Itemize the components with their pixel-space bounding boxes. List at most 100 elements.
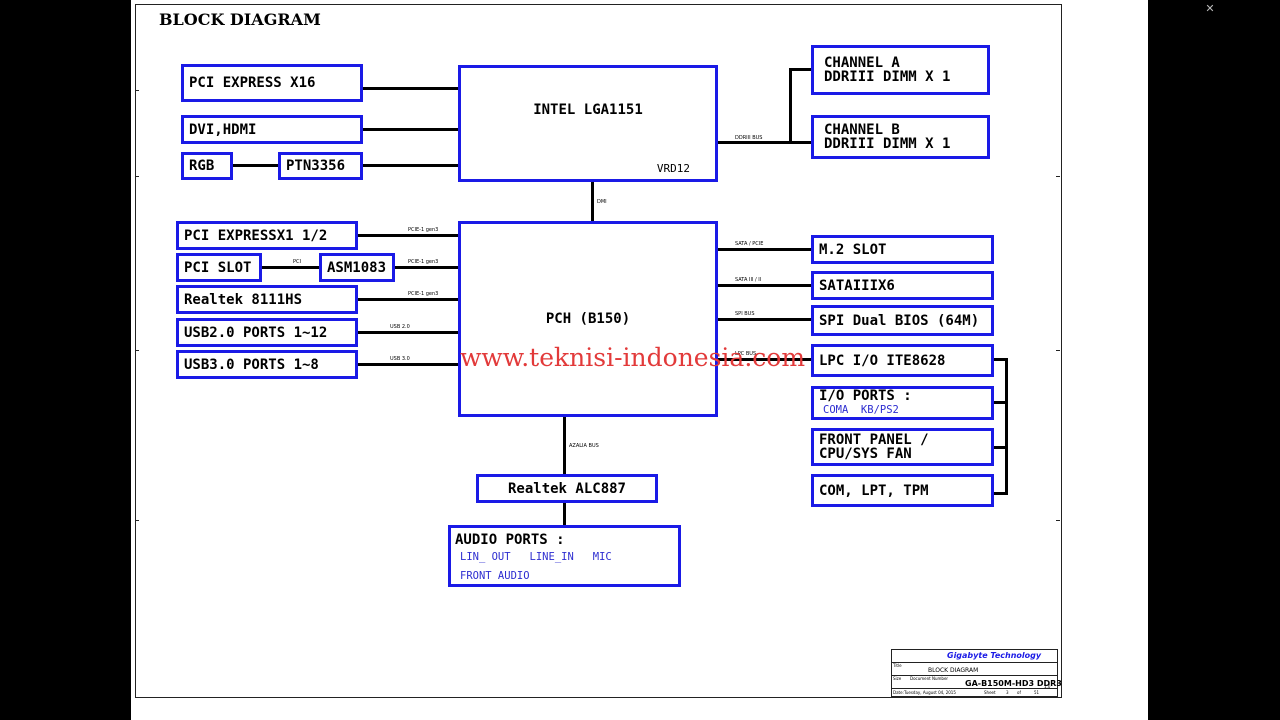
front-panel-block: FRONT PANEL / CPU/SYS FAN	[811, 428, 994, 466]
bus-line	[361, 164, 460, 167]
date-value: Tuesday, August 04, 2015	[904, 690, 956, 695]
pcie-x16-block: PCI EXPRESS X16	[181, 64, 363, 102]
border-tick	[135, 520, 139, 521]
doc-number: GA-B150M-HD3 DDR3	[965, 679, 1062, 688]
audio-ports-list: LIN_ OUT LINE_IN MIC	[460, 551, 612, 563]
channel-a-block: CHANNEL A DDRIII DIMM X 1	[811, 45, 990, 95]
border-tick	[1056, 176, 1060, 177]
date-caption: Date:	[893, 690, 904, 695]
pci-slot-label: PCI SLOT	[184, 259, 252, 276]
bus-line	[789, 68, 792, 144]
of-caption: of	[1017, 690, 1021, 695]
bus-label-lpc: LPC BUS	[735, 351, 757, 357]
pcie-x16-label: PCI EXPRESS X16	[189, 75, 316, 91]
alc887-block: Realtek ALC887	[476, 474, 658, 503]
lan-block: Realtek 8111HS	[176, 285, 358, 314]
bus-label-usb30: USB 3.0	[390, 356, 410, 362]
sheet-number: 3	[1006, 690, 1009, 695]
bus-label-dmi: DMI	[597, 199, 607, 205]
bus-label-pcie-c: PCIE-1 gen3	[408, 291, 439, 297]
usb3-label: USB3.0 PORTS 1~8	[184, 356, 319, 373]
title-caption: Title	[893, 663, 902, 668]
lpc-io-label: LPC I/O ITE8628	[819, 352, 946, 369]
front-audio-label: FRONT AUDIO	[460, 570, 530, 582]
channel-b-dimm-label: DDRIII DIMM X 1	[824, 136, 951, 152]
ptn3356-label: PTN3356	[286, 158, 346, 174]
rgb-block: RGB	[181, 152, 233, 180]
bus-line	[356, 298, 460, 301]
cpu-label: INTEL LGA1151	[533, 102, 643, 118]
title-block: Gigabyte Technology Title BLOCK DIAGRAM …	[891, 649, 1062, 697]
bus-line	[993, 492, 1008, 495]
bus-line	[716, 358, 813, 361]
pci-slot-block: PCI SLOT	[176, 253, 262, 282]
pch-block: PCH (B150)	[458, 221, 718, 417]
bus-line	[393, 266, 460, 269]
bus-line	[716, 284, 813, 287]
border-tick	[135, 176, 139, 177]
docnum-caption: Document Number	[910, 676, 949, 681]
spi-bios-block: SPI Dual BIOS (64M)	[811, 305, 994, 336]
bus-line	[361, 87, 460, 90]
lpc-io-block: LPC I/O ITE8628	[811, 344, 994, 377]
bus-line	[563, 415, 566, 477]
vrd-label: VRD12	[656, 162, 690, 175]
bus-line	[563, 501, 566, 527]
lan-label: Realtek 8111HS	[184, 291, 303, 308]
bus-label-spi: SPI BUS	[735, 311, 755, 317]
usb2-label: USB2.0 PORTS 1~12	[184, 324, 328, 341]
bus-label-sata: SATA III / II	[735, 277, 762, 283]
audio-ports-label: AUDIO PORTS :	[455, 532, 565, 548]
sata-label: SATAIIIX6	[819, 277, 895, 294]
front-panel-label: FRONT PANEL /	[819, 432, 929, 448]
fan-label: CPU/SYS FAN	[819, 446, 912, 462]
pch-label: PCH (B150)	[545, 311, 631, 327]
border-tick	[135, 90, 139, 91]
cpu-block: INTEL LGA1151 VRD12	[458, 65, 718, 182]
io-ports-label: I/O PORTS :	[819, 388, 912, 404]
channel-a-label: CHANNEL A	[824, 55, 900, 71]
size-caption: Size	[893, 676, 902, 681]
usb2-block: USB2.0 PORTS 1~12	[176, 318, 358, 347]
watermark: www.teknisi-indonesia.com	[460, 343, 806, 372]
company-name: Gigabyte Technology	[947, 651, 1042, 660]
spi-bios-label: SPI Dual BIOS (64M)	[819, 312, 980, 329]
io-ports-sub: COMA KB/PS2	[823, 404, 899, 416]
sata-block: SATAIIIX6	[811, 271, 994, 300]
channel-a-dimm-label: DDRIII DIMM X 1	[824, 69, 951, 85]
com-lpt-tpm-label: COM, LPT, TPM	[819, 482, 929, 499]
bus-line	[789, 141, 812, 144]
bus-label-azalia: AZALIA BUS	[569, 443, 599, 449]
m2-slot-label: M.2 SLOT	[819, 241, 887, 258]
bus-line	[789, 68, 812, 71]
bus-line	[716, 248, 813, 251]
border-tick	[135, 350, 139, 351]
bus-label-pcie-b: PCIE-1 gen3	[408, 259, 439, 265]
io-ports-block: I/O PORTS : COMA KB/PS2	[811, 386, 994, 420]
m2-slot-block: M.2 SLOT	[811, 235, 994, 264]
audio-ports-block: AUDIO PORTS : LIN_ OUT LINE_IN MIC FRONT…	[448, 525, 681, 587]
bus-line	[716, 141, 791, 144]
bus-line	[356, 363, 460, 366]
diagram-title: BLOCK DIAGRAM	[159, 10, 321, 29]
usb3-block: USB3.0 PORTS 1~8	[176, 350, 358, 379]
bus-line	[356, 234, 460, 237]
dvi-hdmi-label: DVI,HDMI	[189, 121, 257, 138]
bus-line	[716, 318, 813, 321]
revision: 1.0	[1044, 684, 1051, 689]
title-value: BLOCK DIAGRAM	[928, 667, 979, 674]
close-icon[interactable]: ✕	[1205, 2, 1215, 15]
bus-label-ddr: DDRIII BUS	[735, 135, 763, 141]
bus-line	[356, 331, 460, 334]
border-tick	[1056, 350, 1060, 351]
bus-line	[231, 164, 280, 167]
bus-line	[260, 266, 322, 269]
bus-line	[993, 358, 1008, 361]
asm1083-label: ASM1083	[327, 259, 387, 276]
bus-line	[993, 446, 1008, 449]
bus-line	[1005, 358, 1008, 495]
bus-label-pci: PCI	[293, 259, 301, 265]
channel-b-block: CHANNEL B DDRIII DIMM X 1	[811, 115, 990, 159]
dvi-hdmi-block: DVI,HDMI	[181, 115, 363, 144]
bus-line	[361, 128, 460, 131]
